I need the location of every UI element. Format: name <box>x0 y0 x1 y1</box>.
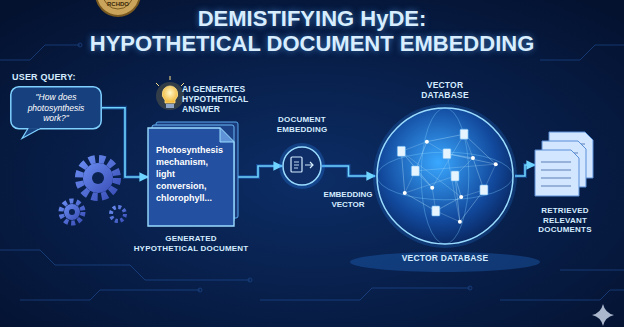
flow-arrow <box>322 166 375 176</box>
database-sphere: VECTOR DATABASEVECTOR DATABASE <box>375 106 515 246</box>
node-caption: GENERATED HYPOTHETICAL DOCUMENT <box>132 234 250 253</box>
doc-icon <box>460 129 468 139</box>
gear-icon <box>61 159 125 223</box>
connector-glow <box>515 165 535 176</box>
connector-glow <box>234 166 282 177</box>
doc-icon <box>411 166 419 176</box>
network-link <box>405 176 455 193</box>
doc-icon <box>451 171 459 181</box>
node-text: Photosynthesis mechanism, light conversi… <box>156 144 226 204</box>
stack-outline <box>535 132 595 198</box>
step-label: AI GENERATES HYPOTHETICAL ANSWER <box>182 84 278 114</box>
node-caption: USER QUERY: <box>12 72 132 83</box>
sphere-meridian <box>377 152 513 200</box>
sphere-body <box>377 108 513 244</box>
network-dot <box>459 195 463 199</box>
network-dot <box>458 220 462 224</box>
node-caption: RETRIEVED RELEVANT DOCUMENTS <box>528 206 602 235</box>
network-dot <box>494 162 498 166</box>
network-link <box>401 151 404 193</box>
query-bubble: USER QUERY:"How does photosynthesis work… <box>10 86 102 130</box>
circuit-lines <box>0 43 624 300</box>
doc-icon <box>432 206 440 216</box>
bubble-tail-join <box>29 127 40 129</box>
network-link <box>427 134 464 141</box>
network-link <box>401 151 461 197</box>
doc-glyph-lines <box>294 162 299 168</box>
circle-outline <box>282 146 322 186</box>
network-dot <box>425 140 429 144</box>
page-line <box>541 186 571 187</box>
network-link <box>447 154 496 165</box>
page-line <box>541 162 571 163</box>
retrieved-page <box>535 150 579 196</box>
network-link <box>405 193 436 211</box>
embedding-circle: DOCUMENT EMBEDDING <box>282 146 322 186</box>
node-caption: DOCUMENT EMBEDDING <box>266 115 338 134</box>
circle-glow <box>279 143 325 189</box>
vector-label: EMBEDDING VECTOR <box>322 190 374 209</box>
emblem <box>96 0 140 16</box>
flow-arrow <box>234 166 282 177</box>
node-caption: VECTOR DATABASE <box>414 80 476 100</box>
lightbulb-icon <box>156 76 184 110</box>
emblem-text: RCHDO <box>103 1 133 8</box>
network-dot <box>403 191 407 195</box>
connector-glow <box>322 166 375 176</box>
connector-glow <box>102 108 148 177</box>
sphere-outline <box>375 106 515 246</box>
doc-icon <box>397 146 405 156</box>
bubble-tail <box>22 129 40 139</box>
page-line <box>541 178 571 179</box>
doc-icon <box>443 149 451 159</box>
sphere-glow <box>373 104 517 248</box>
page-fold <box>220 128 234 142</box>
doc-glyph <box>291 157 302 172</box>
flow-arrow <box>515 165 535 176</box>
network-dot <box>471 156 475 160</box>
page-line <box>541 170 571 171</box>
title: DEMISTIFYING HyDE: HYPOTHETICAL DOCUMENT… <box>0 6 624 56</box>
document-card: Photosynthesis mechanism, light conversi… <box>148 128 234 226</box>
front-page <box>148 128 234 226</box>
network-link <box>464 134 496 164</box>
glow-base <box>350 252 540 272</box>
network-dot <box>430 186 434 190</box>
circle-ring <box>283 147 321 185</box>
node-caption: VECTOR DATABASE <box>385 254 505 264</box>
document-stack: RETRIEVED RELEVANT DOCUMENTS <box>535 132 595 198</box>
node-text: "How does photosynthesis work?" <box>17 92 95 124</box>
network-link <box>415 164 495 171</box>
network-link <box>401 151 432 187</box>
sphere-meridian <box>421 108 469 244</box>
bubble-body <box>11 87 101 129</box>
flow-arrow <box>102 108 148 177</box>
doc-icon <box>480 185 488 195</box>
sparkle-mark <box>592 304 614 326</box>
arrow-glyph <box>305 162 313 168</box>
